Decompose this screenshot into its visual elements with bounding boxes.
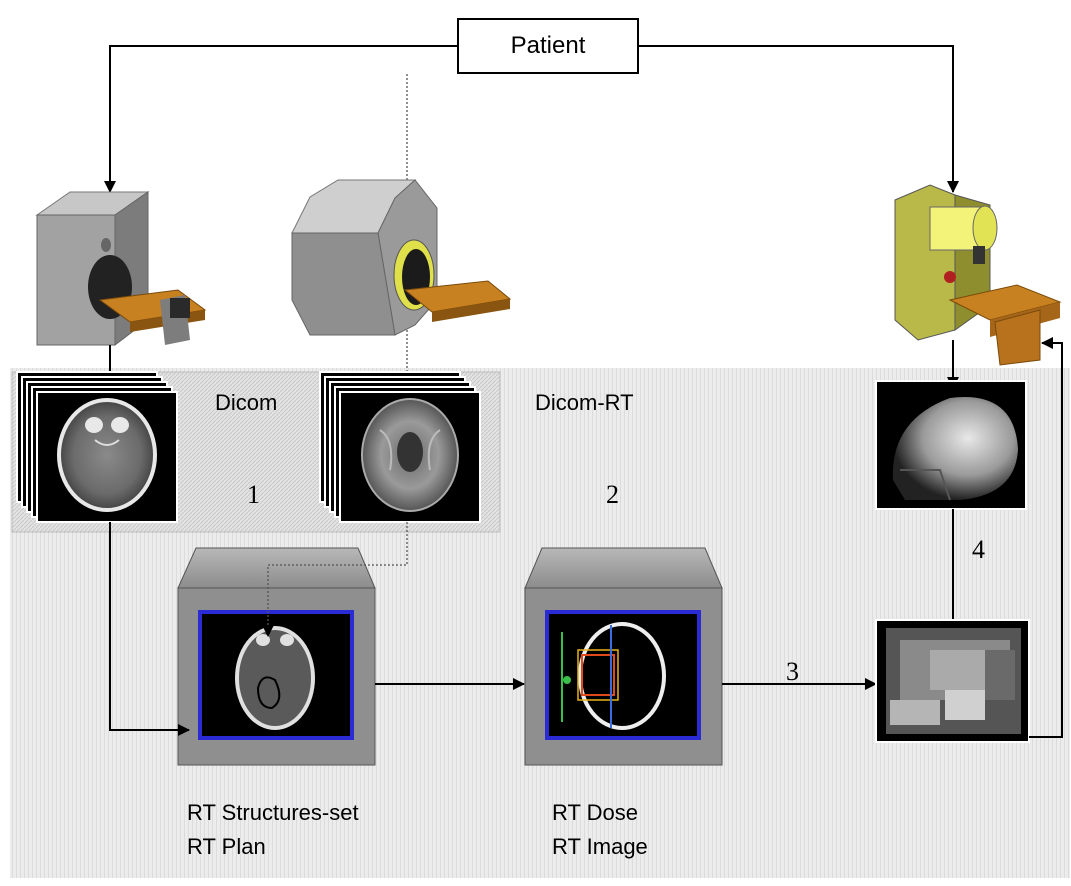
- patient-box: Patient: [457, 18, 639, 74]
- drr-image: [875, 619, 1030, 743]
- workstation-1-caption-line-1: RT Structures-set: [187, 800, 359, 825]
- workstation-1-caption: RT Structures-set RT Plan: [187, 796, 359, 864]
- ct-to-workstation1-arrow: [109, 522, 190, 736]
- ct-image-stack: [16, 371, 178, 523]
- workstation-2-caption-line-2: RT Image: [552, 834, 648, 859]
- mri-scanner: [291, 179, 512, 336]
- dicom-rt-label: Dicom-RT: [535, 390, 634, 415]
- step-1-label: 1: [247, 480, 260, 509]
- mri-image-stack: [319, 371, 481, 523]
- ct-scanner: [35, 191, 207, 347]
- workstation-1-caption-line-2: RT Plan: [187, 834, 266, 859]
- linac-machine: [894, 184, 1062, 366]
- workstation-2-caption: RT Dose RT Image: [552, 796, 648, 864]
- workstation-1: [177, 547, 376, 766]
- workstation-2-caption-line-1: RT Dose: [552, 800, 639, 825]
- drr-to-linac-feedback-arrow: [1029, 337, 1063, 738]
- portal-image: [875, 380, 1027, 510]
- step-3-label: 3: [786, 657, 799, 686]
- patient-to-linac-arrow: [639, 45, 959, 193]
- dicom-to-workstation1-dotted: [262, 522, 408, 637]
- step-4-label: 4: [972, 535, 985, 564]
- step-2-label: 2: [606, 480, 619, 509]
- workstation-2: [524, 547, 723, 766]
- patient-to-ct-arrow: [104, 45, 457, 193]
- dicom-label: Dicom: [215, 390, 278, 415]
